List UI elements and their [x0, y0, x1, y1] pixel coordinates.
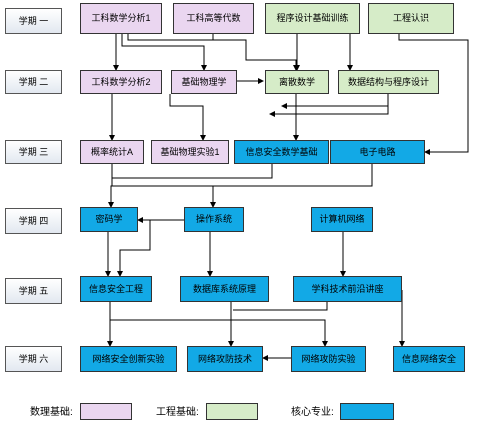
legend-eng-swatch — [206, 403, 258, 420]
legend-math-swatch — [80, 403, 132, 420]
semester-label-2: 学期 二 — [5, 70, 62, 94]
course-network-attack-defense: 网络攻防技术 — [187, 346, 263, 372]
course-discrete-math: 离散数学 — [265, 70, 329, 94]
course-information-network-security: 信息网络安全 — [393, 346, 465, 372]
course-network-attack-defense-lab: 网络攻防实验 — [291, 346, 366, 372]
course-data-structures: 数据结构与程序设计 — [338, 70, 439, 94]
course-netsec-innovation-lab: 网络安全创新实验 — [80, 346, 177, 372]
course-basic-physics: 基础物理学 — [171, 70, 237, 94]
course-programming-training: 程序设计基础训练 — [265, 3, 360, 34]
course-computer-networks: 计算机网络 — [311, 207, 373, 232]
legend-eng-label: 工程基础: — [156, 407, 199, 418]
course-math-analysis-2: 工科数学分析2 — [80, 70, 162, 94]
course-electronic-circuits: 电子电路 — [330, 140, 425, 164]
course-database-principles: 数据库系统原理 — [180, 276, 269, 302]
semester-label-6: 学期 六 — [5, 346, 62, 372]
course-math-analysis-1: 工科数学分析1 — [80, 3, 162, 34]
semester-label-5: 学期 五 — [5, 278, 62, 304]
course-cryptography: 密码学 — [80, 207, 138, 232]
course-engineering-awareness: 工程认识 — [368, 3, 454, 34]
semester-label-1: 学期 一 — [5, 8, 62, 34]
semester-label-3: 学期 三 — [5, 140, 62, 164]
course-physics-lab-1: 基础物理实验1 — [151, 140, 229, 164]
course-infosec-math: 信息安全数学基础 — [234, 140, 329, 164]
legend-core-label: 核心专业: — [291, 407, 334, 418]
course-infosec-engineering: 信息安全工程 — [80, 276, 152, 302]
course-probability-statistics: 概率统计A — [80, 140, 144, 164]
semester-label-4: 学期 四 — [5, 208, 62, 234]
legend-core-swatch — [340, 403, 394, 420]
course-frontier-lectures: 学科技术前沿讲座 — [293, 276, 402, 302]
course-advanced-algebra: 工科高等代数 — [173, 3, 254, 34]
legend-math-label: 数理基础: — [30, 407, 73, 418]
course-operating-systems: 操作系统 — [184, 207, 244, 232]
